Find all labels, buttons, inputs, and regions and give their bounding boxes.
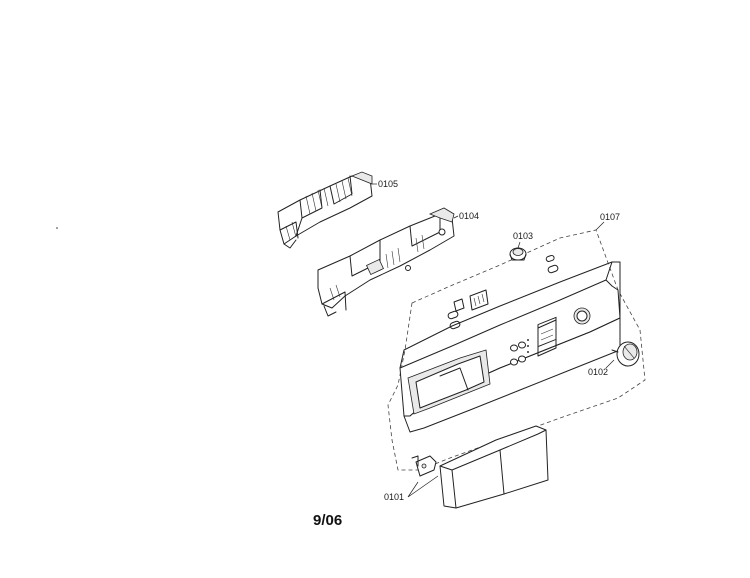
part-label-0103: 0103 [513, 231, 534, 241]
leader-lines [372, 183, 615, 498]
part-label-0104: 0104 [459, 211, 480, 221]
part-label-0102: 0102 [588, 367, 609, 377]
date-code: 9/06 [313, 512, 343, 529]
part-0105-module [277, 171, 373, 249]
part-0103-knob-cap [509, 247, 527, 261]
stray-dot [56, 227, 58, 229]
part-0107-control-panel [399, 261, 621, 433]
part-0102-program-knob [611, 341, 640, 367]
assembly-outline-0107 [387, 229, 646, 471]
part-label-0107: 0107 [600, 212, 621, 222]
part-0101-drawer-handle [411, 425, 549, 509]
part-label-0101: 0101 [384, 492, 405, 502]
part-0104-control-board [317, 207, 455, 317]
part-label-0105: 0105 [378, 179, 399, 189]
